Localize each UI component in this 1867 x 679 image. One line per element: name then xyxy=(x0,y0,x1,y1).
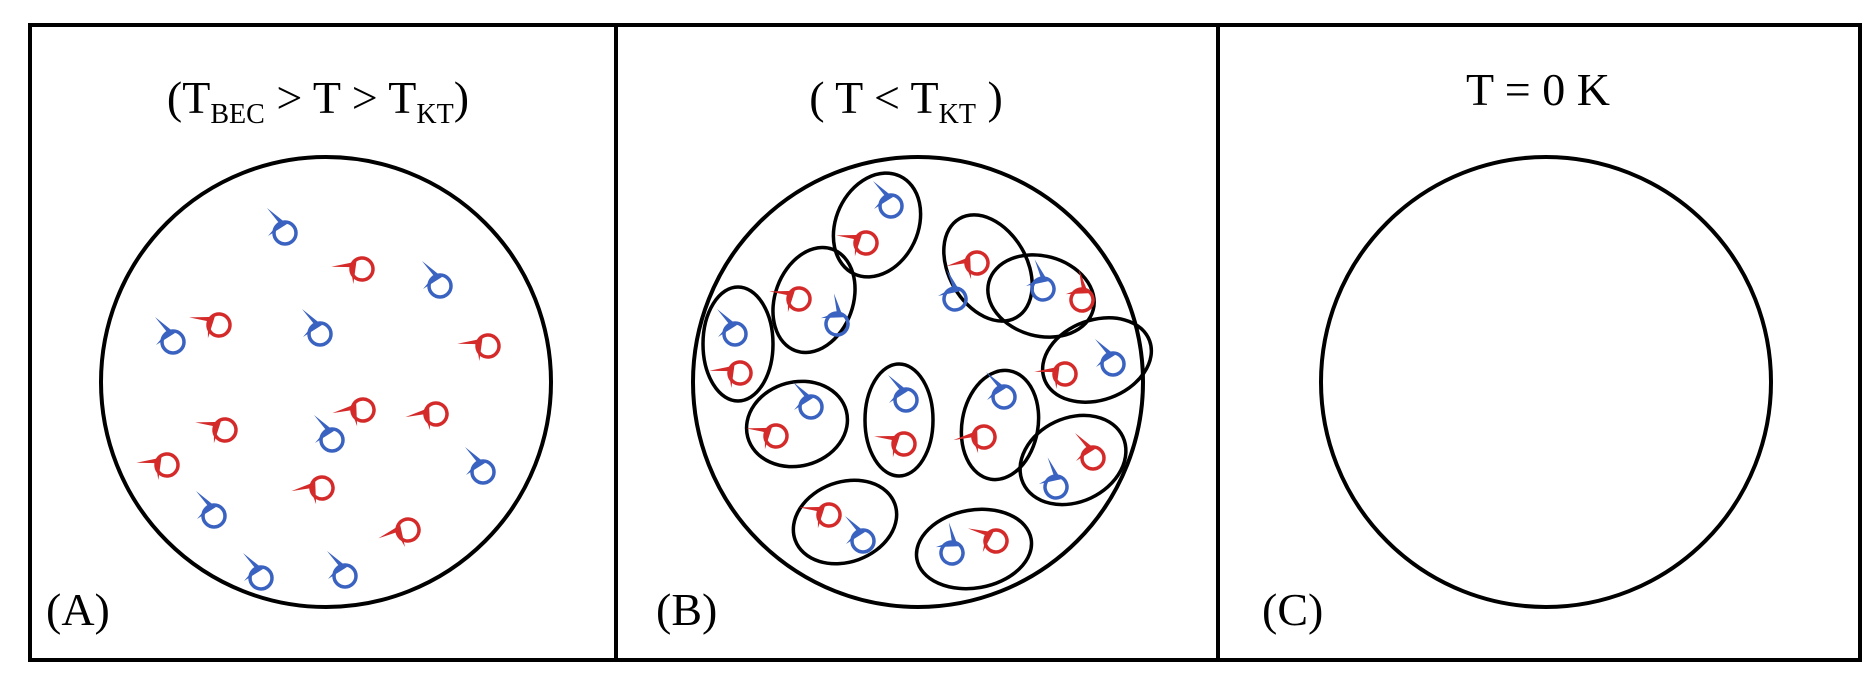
vortex-pair-outline xyxy=(863,362,935,478)
antivortex-icon xyxy=(873,181,904,219)
title-text: (T xyxy=(167,72,210,123)
vortex-icon xyxy=(291,475,335,505)
antivortex-icon xyxy=(196,491,227,529)
antivortex-icon xyxy=(243,553,274,591)
antivortex-icon xyxy=(935,522,965,566)
vortex-pair-outline xyxy=(831,171,923,279)
panel-b-title: ( T < TKT ) xyxy=(809,72,1003,130)
panel-b-label: (B) xyxy=(656,584,717,635)
antivortex-icon xyxy=(465,447,496,485)
figure-frame xyxy=(28,23,1862,662)
title-subscript: BEC xyxy=(210,99,264,130)
panel-a: (TBEC > T > TKT) (A) xyxy=(46,72,553,635)
panel-c-label: (C) xyxy=(1262,584,1323,635)
title-text: T = 0 K xyxy=(1466,64,1610,115)
panel-c-gas-cloud xyxy=(1319,155,1773,609)
antivortex-icon xyxy=(888,375,919,413)
antivortex-icon xyxy=(937,269,968,312)
vortex-pair-outline xyxy=(744,379,850,469)
panel-a-gas-cloud xyxy=(99,155,553,609)
panel-b-bound-vortices xyxy=(709,181,1126,566)
vortex-icon xyxy=(709,360,753,388)
antivortex-icon xyxy=(327,551,358,589)
antivortex-icon xyxy=(267,208,298,246)
vortex-icon xyxy=(769,286,812,313)
vortex-pair-outline xyxy=(914,507,1034,591)
vortex-pair-outline xyxy=(791,478,899,566)
antivortex-icon xyxy=(314,415,345,453)
panel-a-label: (A) xyxy=(46,584,110,635)
title-text: > T > T xyxy=(265,72,417,123)
panel-c-title: T = 0 K xyxy=(1466,64,1610,115)
antivortex-icon xyxy=(155,317,186,355)
vortex-icon xyxy=(189,312,232,339)
vortex-icon xyxy=(746,423,789,450)
antivortex-icon xyxy=(845,516,876,554)
vortex-icon xyxy=(378,517,421,548)
vortex-icon xyxy=(331,256,375,284)
vortex-icon xyxy=(836,230,879,257)
vortex-icon xyxy=(195,417,238,444)
vortex-icon xyxy=(946,250,990,280)
antivortex-icon xyxy=(422,261,453,299)
title-text: ) xyxy=(454,72,469,123)
vortex-pair-outline xyxy=(1040,316,1154,404)
panel-b-vortex-pairs xyxy=(701,171,1154,591)
vortex-pair-outline xyxy=(1018,413,1128,507)
antivortex-icon xyxy=(793,382,824,420)
vortex-icon xyxy=(1034,361,1078,389)
panel-a-title: (TBEC > T > TKT) xyxy=(167,72,469,130)
antivortex-icon xyxy=(820,293,850,337)
antivortex-icon xyxy=(717,309,748,347)
vortex-icon xyxy=(1075,433,1106,471)
vortex-icon xyxy=(799,502,842,529)
title-text: ( T < T xyxy=(809,72,938,123)
vortex-icon xyxy=(332,397,376,427)
panel-a-free-vortices xyxy=(136,208,501,591)
title-subscript: KT xyxy=(939,99,976,130)
title-subscript: KT xyxy=(416,99,453,130)
vortex-pair-outline xyxy=(771,245,857,355)
panel-b-gas-cloud xyxy=(691,155,1145,609)
vortex-icon xyxy=(953,424,997,454)
vortex-icon xyxy=(1065,269,1095,313)
antivortex-icon xyxy=(1095,339,1126,377)
panel-c: T = 0 K (C) xyxy=(1262,64,1773,635)
vortex-icon xyxy=(405,401,449,431)
panel-b: ( T < TKT ) (B) xyxy=(656,72,1154,635)
antivortex-icon xyxy=(1025,259,1056,302)
antivortex-icon xyxy=(1038,457,1069,500)
vortex-icon xyxy=(136,452,180,480)
vortex-pair-outline xyxy=(986,253,1096,339)
antivortex-icon xyxy=(986,372,1017,410)
antivortex-icon xyxy=(302,309,333,347)
vortex-icon xyxy=(967,528,1009,554)
title-text: ) xyxy=(976,72,1003,123)
vortex-icon xyxy=(874,431,917,458)
vortex-pair-outline xyxy=(959,368,1041,482)
vortex-pair-outline xyxy=(701,285,775,403)
vortex-icon xyxy=(457,333,501,361)
